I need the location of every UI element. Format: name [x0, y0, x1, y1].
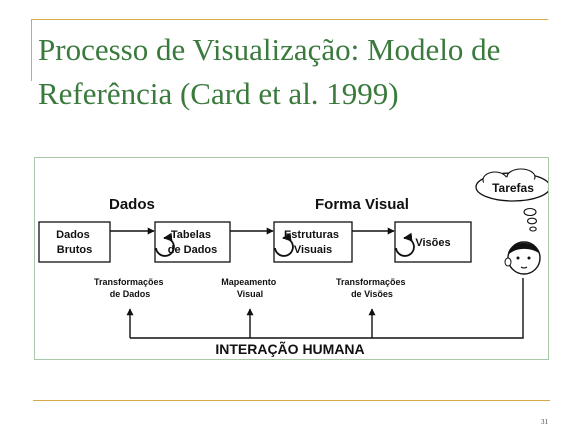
box-data-tables-line1: Tabelas	[171, 229, 211, 241]
svg-text:Visões: Visões	[415, 237, 450, 249]
tasks-thought-cloud	[475, 168, 548, 232]
label-visual-mapping-line1: Mapeamento	[221, 277, 277, 287]
box-raw-data	[38, 221, 111, 263]
box-visual-structures-line2: Visuais	[294, 244, 332, 256]
box-visual-structures-line1: Estruturas	[284, 229, 339, 241]
box-views-line1: Visões	[415, 237, 450, 249]
svg-text:Transformações de Dado: Transformações de Dados	[94, 277, 166, 299]
reference-model-diagram: Dados Forma Visual Dados Brutos Tabelas …	[38, 168, 548, 357]
loop-icon-view-transformations	[395, 232, 415, 257]
tasks-label: Tarefas	[492, 181, 534, 195]
box-raw-data-line1: Dados	[56, 229, 90, 241]
box-data-tables-line2: de Dados	[168, 244, 218, 256]
top-accent-line	[31, 19, 548, 20]
label-data-transformations-line2: de Dados	[110, 289, 151, 299]
svg-text:Tabelas de Dados: Tabelas de Dados	[168, 229, 218, 256]
bottom-accent-line	[33, 400, 550, 401]
svg-text:Estruturas Visuais: Estruturas Visuais	[284, 229, 342, 256]
label-data-transformations-line1: Transformações	[94, 277, 164, 287]
page-number: 31	[541, 418, 548, 426]
box-raw-data-line2: Brutos	[57, 244, 92, 256]
svg-text:Dados Brutos: Dados Brutos	[56, 229, 93, 256]
reference-model-figure: Dados Forma Visual Dados Brutos Tabelas …	[34, 157, 549, 360]
human-interaction-label: INTERAÇÃO HUMANA	[215, 340, 364, 357]
loop-icon-data-transformations	[155, 232, 175, 257]
thinking-person-icon	[504, 241, 541, 275]
left-accent-line	[31, 19, 32, 81]
loop-icon-visual-mapping	[274, 232, 294, 257]
heading-dados: Dados	[109, 196, 155, 213]
interaction-label-bg	[190, 340, 390, 357]
label-visual-mapping-line2: Visual	[237, 289, 263, 299]
feedback-loop-line	[130, 278, 524, 339]
heading-forma-visual: Forma Visual	[315, 196, 409, 213]
svg-text:Transformações de Visõ: Transformações de Visões	[336, 277, 408, 299]
slide-title: Processo de Visualização: Modelo de Refe…	[38, 32, 501, 111]
label-view-transformations-line1: Transformações	[336, 277, 406, 287]
svg-text:Mapeamento Visual: Mapeamento Visual	[221, 277, 279, 299]
label-view-transformations-line2: de Visões	[351, 289, 393, 299]
